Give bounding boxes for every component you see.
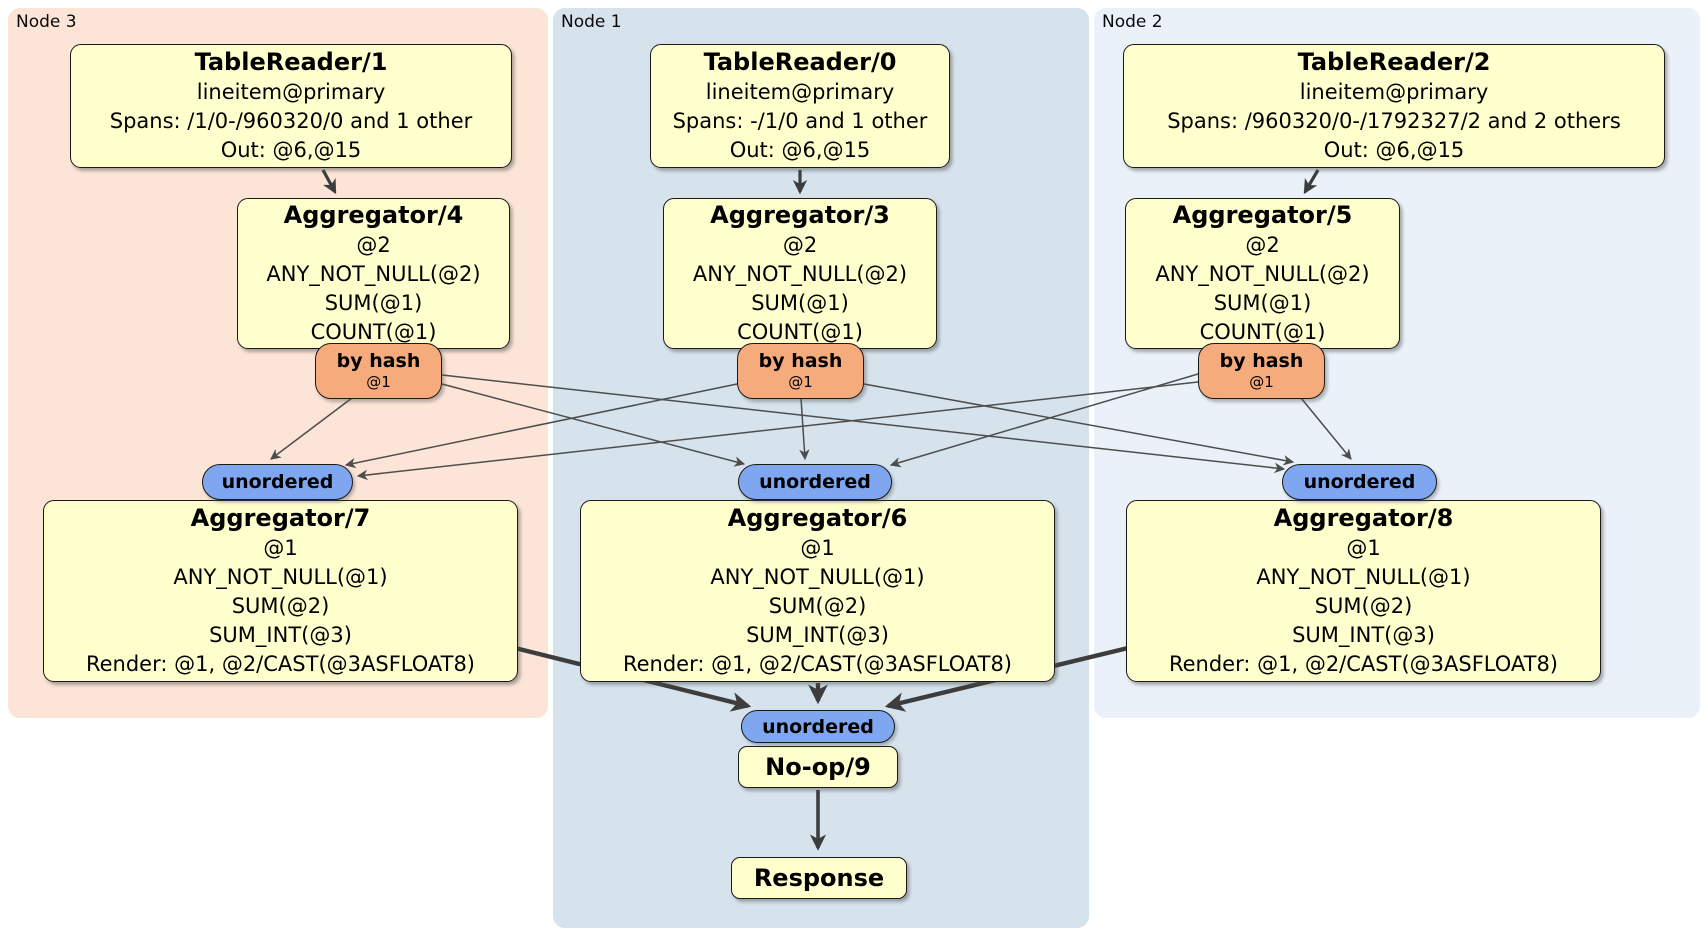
router-by-hash-4: by hash @1 xyxy=(315,343,442,399)
processor-index: lineitem@primary xyxy=(705,80,895,104)
processor-spans: Spans: /1/0-/960320/0 and 1 other xyxy=(109,109,473,133)
agg-fn: SUM(@2) xyxy=(231,594,330,618)
agg-fn: ANY_NOT_NULL(@1) xyxy=(710,565,925,589)
region-label-node2: Node 2 xyxy=(1102,12,1163,32)
processor-out: Out: @6,@15 xyxy=(1323,138,1465,162)
router-detail: @1 xyxy=(1249,373,1274,391)
processor-index: lineitem@primary xyxy=(1299,80,1489,104)
sync-unordered-8: unordered xyxy=(1282,464,1437,500)
processor-spans: Spans: /960320/0-/1792327/2 and 2 others xyxy=(1167,109,1621,133)
processor-title: No-op/9 xyxy=(765,752,871,781)
processor-aggregator-8: Aggregator/8 @1 ANY_NOT_NULL(@1) SUM(@2)… xyxy=(1126,500,1601,682)
processor-tablereader-0: TableReader/0 lineitem@primary Spans: -/… xyxy=(650,44,950,168)
processor-aggregator-4: Aggregator/4 @2 ANY_NOT_NULL(@2) SUM(@1)… xyxy=(237,198,510,349)
edge-tr2-agg5 xyxy=(1303,169,1320,195)
processor-aggregator-6: Aggregator/6 @1 ANY_NOT_NULL(@1) SUM(@2)… xyxy=(580,500,1055,682)
processor-title: Aggregator/8 xyxy=(1273,504,1454,532)
processor-title: Aggregator/5 xyxy=(1172,201,1353,229)
edge-r4-sync8 xyxy=(441,374,1286,474)
agg-fn: SUM_INT(@3) xyxy=(209,623,352,647)
processor-tablereader-2: TableReader/2 lineitem@primary Spans: /9… xyxy=(1123,44,1665,168)
agg-fn: COUNT(@1) xyxy=(737,320,863,344)
edge-r3-sync8 xyxy=(863,383,1295,466)
region-label-node1: Node 1 xyxy=(561,12,622,32)
processor-out: Out: @6,@15 xyxy=(220,138,362,162)
processor-title: Aggregator/6 xyxy=(727,504,908,532)
agg-group-cols: @1 xyxy=(263,536,298,560)
edge-r5-sync7 xyxy=(356,381,1199,481)
agg-render: Render: @1, @2/CAST(@3ASFLOAT8) xyxy=(85,652,476,676)
agg-fn: COUNT(@1) xyxy=(310,320,437,344)
router-detail: @1 xyxy=(788,373,813,391)
agg-fn: SUM(@1) xyxy=(1213,291,1312,315)
agg-render: Render: @1, @2/CAST(@3ASFLOAT8) xyxy=(622,652,1013,676)
agg-fn: COUNT(@1) xyxy=(1199,320,1326,344)
region-label-node3: Node 3 xyxy=(16,12,77,32)
agg-fn: ANY_NOT_NULL(@2) xyxy=(692,262,908,286)
agg-group-cols: @2 xyxy=(1245,233,1280,257)
processor-aggregator-3: Aggregator/3 @2 ANY_NOT_NULL(@2) SUM(@1)… xyxy=(663,198,937,349)
agg-fn: SUM(@2) xyxy=(768,594,867,618)
edge-r3-sync7 xyxy=(344,383,738,469)
agg-group-cols: @1 xyxy=(800,536,835,560)
router-by-hash-5: by hash @1 xyxy=(1198,343,1325,399)
edge-r4-sync7 xyxy=(270,397,353,460)
processor-title: Response xyxy=(753,863,885,892)
agg-fn: SUM_INT(@3) xyxy=(746,623,889,647)
processor-tablereader-1: TableReader/1 lineitem@primary Spans: /1… xyxy=(70,44,512,168)
agg-group-cols: @1 xyxy=(1346,536,1381,560)
sync-unordered-final: unordered xyxy=(741,710,895,743)
sync-label: unordered xyxy=(221,471,334,493)
processor-response: Response xyxy=(731,857,907,899)
sync-label: unordered xyxy=(762,715,874,738)
agg-fn: ANY_NOT_NULL(@1) xyxy=(173,565,388,589)
processor-index: lineitem@primary xyxy=(196,80,386,104)
edge-tr1-agg4 xyxy=(321,169,337,195)
agg-fn: ANY_NOT_NULL(@2) xyxy=(1155,262,1370,286)
router-detail: @1 xyxy=(366,373,391,391)
edge-r3-sync6 xyxy=(799,397,810,461)
edge-r5-sync8 xyxy=(1300,397,1352,460)
agg-group-cols: @2 xyxy=(356,233,391,257)
agg-fn: ANY_NOT_NULL(@2) xyxy=(266,262,481,286)
agg-fn: SUM_INT(@3) xyxy=(1292,623,1435,647)
sync-label: unordered xyxy=(1303,471,1416,493)
processor-noop-9: No-op/9 xyxy=(738,746,898,788)
sync-label: unordered xyxy=(759,471,871,493)
processor-out: Out: @6,@15 xyxy=(729,138,871,162)
processor-aggregator-7: Aggregator/7 @1 ANY_NOT_NULL(@1) SUM(@2)… xyxy=(43,500,518,682)
processor-title: TableReader/1 xyxy=(194,48,388,76)
processor-aggregator-5: Aggregator/5 @2 ANY_NOT_NULL(@2) SUM(@1)… xyxy=(1125,198,1400,349)
processor-title: Aggregator/4 xyxy=(283,201,464,229)
agg-fn: ANY_NOT_NULL(@1) xyxy=(1256,565,1471,589)
processor-title: Aggregator/7 xyxy=(190,504,371,532)
processor-title: TableReader/2 xyxy=(1297,48,1491,76)
edge-r4-sync6 xyxy=(441,383,746,467)
router-label: by hash xyxy=(1219,350,1304,372)
processor-spans: Spans: -/1/0 and 1 other xyxy=(672,109,928,133)
processor-title: Aggregator/3 xyxy=(710,201,890,229)
router-label: by hash xyxy=(758,350,843,372)
agg-group-cols: @2 xyxy=(782,233,818,257)
agg-fn: SUM(@1) xyxy=(324,291,423,315)
edge-r5-sync6 xyxy=(889,373,1199,468)
sync-unordered-7: unordered xyxy=(202,464,353,500)
sync-unordered-6: unordered xyxy=(738,464,892,500)
router-by-hash-3: by hash @1 xyxy=(737,343,864,399)
processor-title: TableReader/0 xyxy=(703,48,897,76)
agg-fn: SUM(@2) xyxy=(1314,594,1413,618)
agg-render: Render: @1, @2/CAST(@3ASFLOAT8) xyxy=(1168,652,1559,676)
router-label: by hash xyxy=(336,350,421,372)
agg-fn: SUM(@1) xyxy=(751,291,849,315)
